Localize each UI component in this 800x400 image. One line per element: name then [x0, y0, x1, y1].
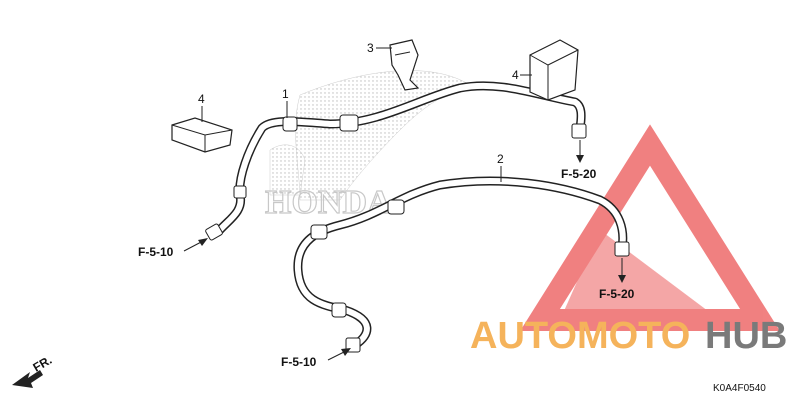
ref-f-5-10-left: F-5-10 [138, 245, 174, 259]
diagram-code: K0A4F0540 [713, 383, 766, 394]
watermark-triangle [520, 124, 780, 331]
watermark-brand-a: AUTOMOTO [470, 315, 690, 357]
part-number-4-right: 4 [512, 68, 519, 82]
reference-labels: F-5-20 F-5-10 F-5-20 F-5-10 [138, 140, 635, 369]
brake-pipe-1 [205, 81, 587, 241]
part-number-1: 1 [282, 87, 289, 101]
ref-f-5-20-top: F-5-20 [561, 167, 597, 181]
front-direction-marker: FR. [12, 353, 54, 388]
clamp-3 [389, 39, 420, 91]
clip-4-right [529, 39, 579, 101]
ref-f-5-20-bottom: F-5-20 [599, 287, 635, 301]
ref-f-5-10-bottom: F-5-10 [281, 355, 317, 369]
brake-pipe-2 [293, 176, 630, 353]
part-labels: 1 2 3 4 4 [198, 41, 532, 182]
clip-4-left [171, 117, 233, 153]
part-number-2: 2 [497, 152, 504, 166]
watermark-brand: AUTOMOTO HUB [470, 315, 787, 357]
watermark-brand-b: HUB [705, 315, 787, 357]
part-number-3: 3 [367, 41, 374, 55]
front-marker-label: FR. [31, 353, 55, 375]
part-number-4-left: 4 [198, 92, 205, 106]
